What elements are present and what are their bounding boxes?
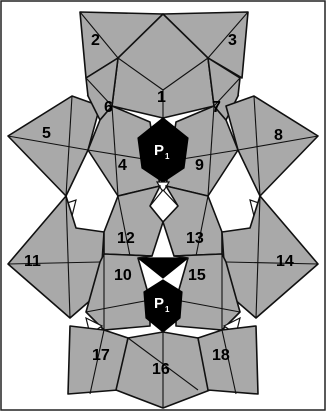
label-14: 14 xyxy=(276,253,294,270)
label-7: 7 xyxy=(212,99,221,116)
phosphate-lower-subscript: 1 xyxy=(165,305,170,314)
label-13: 13 xyxy=(186,230,204,247)
label-16: 16 xyxy=(152,361,170,378)
octahedron-8 xyxy=(226,96,318,196)
label-3: 3 xyxy=(228,32,237,49)
label-1: 1 xyxy=(157,89,166,106)
label-18: 18 xyxy=(212,347,230,364)
octahedron-5 xyxy=(8,96,100,196)
label-17: 17 xyxy=(92,347,110,364)
phosphate-upper-label: P xyxy=(154,142,164,159)
label-8: 8 xyxy=(274,127,283,144)
label-10: 10 xyxy=(114,267,132,284)
label-9: 9 xyxy=(195,157,204,174)
phosphate-lower-cap xyxy=(138,258,188,278)
label-4: 4 xyxy=(118,157,127,174)
label-2: 2 xyxy=(91,32,100,49)
label-6: 6 xyxy=(104,99,113,116)
label-11: 11 xyxy=(24,253,41,270)
label-5: 5 xyxy=(42,125,51,142)
phosphate-lower-label: P xyxy=(154,295,164,312)
label-15: 15 xyxy=(188,267,206,284)
phosphate-upper-subscript: 1 xyxy=(165,152,170,161)
label-12: 12 xyxy=(117,230,135,247)
